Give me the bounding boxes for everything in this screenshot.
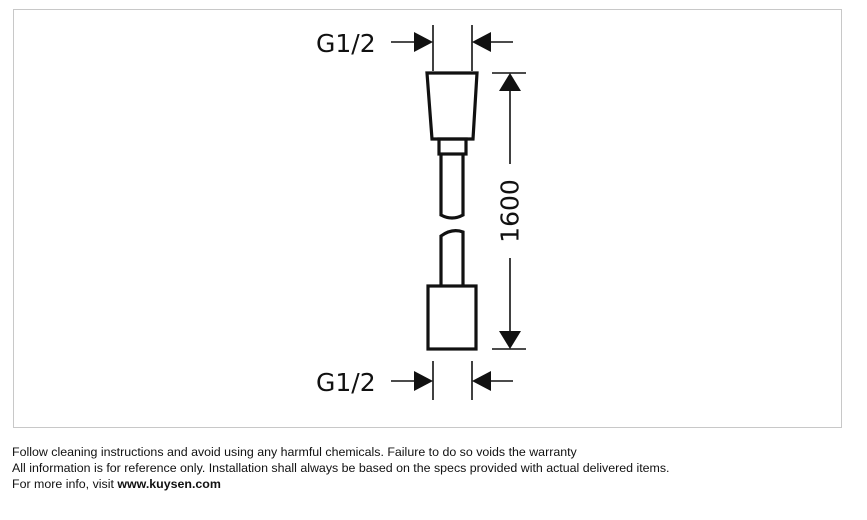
hose-dimension-drawing: 1600 G1/2 G1/2	[316, 25, 526, 400]
dim-arrow-down	[499, 331, 521, 349]
top-nut-outline	[425, 71, 479, 141]
notes-block: Follow cleaning instructions and avoid u…	[12, 444, 670, 492]
top-thread-label: G1/2	[316, 29, 376, 58]
website-link[interactable]: www.kuysen.com	[117, 477, 221, 491]
hose-lower-segment	[439, 229, 465, 286]
bottom-thread-arrow-left	[472, 371, 491, 391]
bottom-fitting	[426, 284, 478, 351]
top-thread-arrow-right	[414, 32, 433, 52]
note-more-info: For more info, visit www.kuysen.com	[12, 476, 670, 492]
bottom-thread-arrow-right	[414, 371, 433, 391]
note-more-info-prefix: For more info, visit	[12, 477, 118, 491]
bottom-thread-label: G1/2	[316, 368, 376, 397]
note-reference-only: All information is for reference only. I…	[12, 461, 670, 475]
technical-drawing: 1600 G1/2 G1/2	[13, 9, 842, 428]
hose-upper-segment	[439, 154, 465, 220]
top-collar	[437, 137, 468, 156]
top-thread-arrow-left	[472, 32, 491, 52]
dim-arrow-up	[499, 73, 521, 91]
length-dimension-label: 1600	[496, 179, 525, 243]
note-cleaning-warranty: Follow cleaning instructions and avoid u…	[12, 445, 577, 459]
